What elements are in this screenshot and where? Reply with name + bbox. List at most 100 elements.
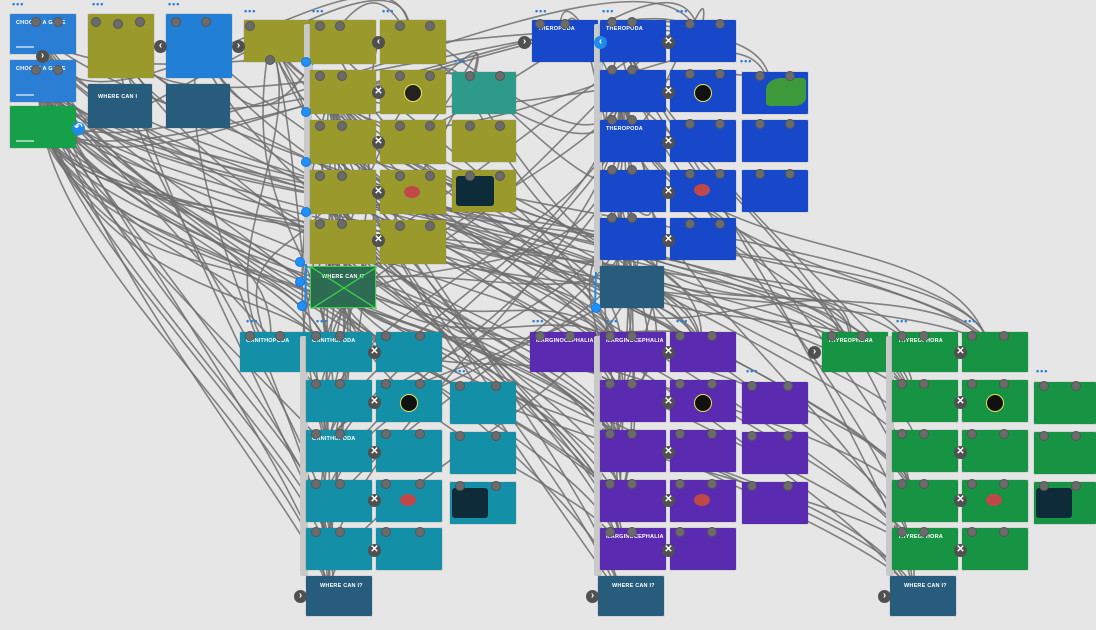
link-handle[interactable] [675,379,685,389]
screen-slate-2[interactable] [166,84,230,128]
link-handle[interactable] [265,55,275,65]
link-handle[interactable] [1071,431,1081,441]
link-handle[interactable] [967,479,977,489]
screen-blue-r1[interactable] [670,20,736,62]
link-handle[interactable] [495,171,505,181]
more-dots-icon[interactable]: ••• [316,316,329,326]
link-handle[interactable] [919,331,929,341]
close-x-icon[interactable]: ✕ [662,346,675,359]
selected-link-handle[interactable] [591,303,601,313]
link-handle[interactable] [785,71,795,81]
more-dots-icon[interactable]: ••• [454,366,467,376]
close-x-icon[interactable]: ✕ [372,136,385,149]
link-handle[interactable] [605,527,615,537]
link-handle[interactable] [425,121,435,131]
link-handle[interactable] [685,169,695,179]
link-handle[interactable] [395,21,405,31]
link-handle[interactable] [919,527,929,537]
more-dots-icon[interactable]: ••• [382,6,395,16]
link-handle[interactable] [455,481,465,491]
link-handle[interactable] [315,171,325,181]
link-handle[interactable] [1071,381,1081,391]
link-handle[interactable] [897,479,907,489]
link-handle[interactable] [335,379,345,389]
link-handle[interactable] [337,71,347,81]
selected-link-handle[interactable] [297,301,307,311]
link-handle[interactable] [707,479,717,489]
screen-blue-dino-1[interactable] [742,72,808,114]
close-x-icon[interactable]: ✕ [662,396,675,409]
link-handle[interactable] [560,19,570,29]
link-handle[interactable] [605,429,615,439]
link-handle[interactable] [335,429,345,439]
chevron-right-icon[interactable]: › [878,590,891,603]
link-handle[interactable] [783,481,793,491]
close-x-icon[interactable]: ✕ [954,494,967,507]
link-handle[interactable] [627,379,637,389]
link-handle[interactable] [113,19,123,29]
link-handle[interactable] [335,21,345,31]
screen-green-r2[interactable] [962,380,1028,422]
link-handle[interactable] [707,331,717,341]
screen-olive-r5[interactable] [380,220,446,264]
screen-where-top[interactable]: WHERE CAN I [88,84,152,128]
link-handle[interactable] [755,119,765,129]
selected-link-handle[interactable] [301,207,311,217]
link-handle[interactable] [415,527,425,537]
link-handle[interactable] [535,331,545,341]
close-x-icon[interactable]: ✕ [954,346,967,359]
link-handle[interactable] [897,429,907,439]
link-handle[interactable] [425,21,435,31]
link-handle[interactable] [755,169,765,179]
link-handle[interactable] [53,17,63,27]
link-handle[interactable] [857,331,867,341]
screen-blue-5[interactable] [600,218,666,260]
link-handle[interactable] [715,69,725,79]
link-handle[interactable] [381,429,391,439]
more-dots-icon[interactable]: ••• [535,6,548,16]
screen-blue-2[interactable] [600,70,666,112]
link-handle[interactable] [395,171,405,181]
link-handle[interactable] [685,69,695,79]
more-dots-icon[interactable]: ••• [532,316,545,326]
more-dots-icon[interactable]: ••• [92,0,105,9]
close-x-icon[interactable]: ✕ [368,396,381,409]
screen-green-menu[interactable] [10,106,76,148]
link-handle[interactable] [315,121,325,131]
link-handle[interactable] [715,219,725,229]
link-handle[interactable] [335,331,345,341]
close-x-icon[interactable]: ✕ [954,396,967,409]
link-handle[interactable] [919,429,929,439]
link-handle[interactable] [627,213,637,223]
link-handle[interactable] [381,379,391,389]
link-handle[interactable] [607,165,617,175]
link-handle[interactable] [999,429,1009,439]
screen-choose-game-2[interactable]: CHOOSE A GAME [10,60,76,102]
link-handle[interactable] [395,121,405,131]
close-x-icon[interactable]: ✕ [954,544,967,557]
close-x-icon[interactable]: ✕ [662,446,675,459]
link-handle[interactable] [381,331,391,341]
link-handle[interactable] [535,19,545,29]
link-handle[interactable] [395,221,405,231]
screen-theropoda-b[interactable]: THEROPODA [600,20,666,62]
link-handle[interactable] [897,379,907,389]
chevron-right-icon[interactable]: › [294,590,307,603]
chevron-up-icon[interactable]: › [36,50,49,63]
link-handle[interactable] [627,527,637,537]
screen-blue-r5[interactable] [670,218,736,260]
link-handle[interactable] [91,17,101,27]
link-handle[interactable] [465,71,475,81]
screen-olive-r3[interactable] [380,120,446,164]
link-handle[interactable] [675,479,685,489]
more-dots-icon[interactable]: ••• [964,316,977,326]
screen-where-purple[interactable]: WHERE CAN I? [598,576,664,616]
link-handle[interactable] [381,479,391,489]
link-handle[interactable] [491,431,501,441]
link-handle[interactable] [425,71,435,81]
link-handle[interactable] [425,171,435,181]
link-handle[interactable] [967,429,977,439]
link-handle[interactable] [31,65,41,75]
link-handle[interactable] [201,17,211,27]
link-handle[interactable] [381,527,391,537]
